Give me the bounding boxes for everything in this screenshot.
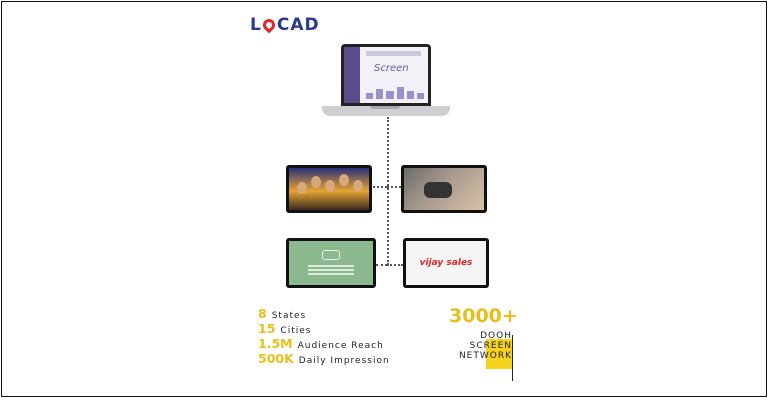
logo-text-right: CAD	[276, 15, 320, 35]
location-pin-icon	[260, 16, 278, 34]
laptop-base	[322, 106, 450, 116]
stat-label: Daily Impression	[298, 356, 390, 366]
stat-audience-reach: 1.5M Audience Reach	[258, 336, 390, 351]
screen-bottom-right-image: vijay sales	[406, 241, 486, 285]
connector-top-left	[370, 186, 387, 188]
stats-list: 8 States 15 Cities 1.5M Audience Reach 5…	[258, 306, 390, 366]
dashboard-header	[366, 51, 421, 56]
screen-top-right-image	[404, 168, 484, 210]
stat-value: 1.5M	[258, 336, 293, 351]
network-accent-box	[486, 339, 512, 369]
screen-brand-text: Screen	[374, 63, 409, 74]
network-line-3: NETWORK	[458, 351, 512, 361]
network-accent-line	[512, 335, 513, 381]
stat-value: 500K	[258, 351, 294, 366]
locad-logo: L CAD	[250, 15, 320, 35]
screen-top-right	[401, 165, 487, 213]
connector-bottom-right	[387, 264, 403, 266]
stat-label: Audience Reach	[297, 341, 384, 351]
stat-value: 8	[258, 306, 267, 321]
stat-daily-impression: 500K Daily Impression	[258, 351, 390, 366]
dashboard-sidebar	[344, 47, 360, 103]
laptop-display: Screen	[344, 47, 428, 103]
vijay-sales-logo: vijay sales	[419, 258, 473, 268]
connector-bottom-left	[376, 264, 387, 266]
screen-bottom-left-image	[289, 241, 373, 285]
network-line-2: SCREEN	[469, 341, 512, 351]
logo-text-left: L	[250, 15, 262, 35]
laptop-notch	[370, 106, 400, 109]
stat-states: 8 States	[258, 306, 390, 321]
network-count: 3000+	[449, 305, 518, 327]
dashboard-bars	[366, 85, 425, 99]
stat-cities: 15 Cities	[258, 321, 390, 336]
stat-label: States	[271, 311, 307, 321]
laptop-screen: Screen	[341, 44, 431, 106]
screen-bottom-right: vijay sales	[403, 238, 489, 288]
screen-bottom-left	[286, 238, 376, 288]
stat-label: Cities	[280, 326, 312, 336]
screen-top-left-image	[289, 168, 369, 210]
stat-value: 15	[258, 321, 276, 336]
network-line-1: DOOH	[480, 331, 512, 341]
screen-top-left	[286, 165, 372, 213]
connector-top-right	[387, 186, 401, 188]
network-label: DOOH SCREEN NETWORK	[440, 331, 512, 361]
connector-trunk	[387, 117, 389, 265]
